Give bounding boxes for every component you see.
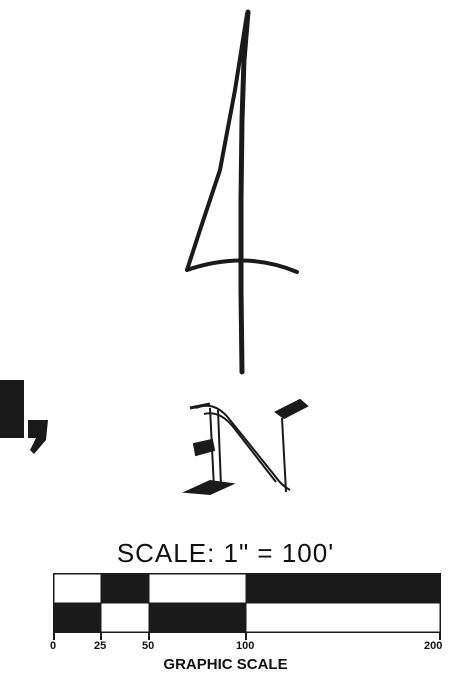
graphic-scale-label: GRAPHIC SCALE xyxy=(163,656,288,673)
scale-tick-label: 50 xyxy=(142,640,155,652)
north-arrow xyxy=(185,9,299,375)
north-letter-n-icon xyxy=(182,398,309,496)
scale-title: SCALE: 1" = 100' xyxy=(116,538,335,568)
scale-segment xyxy=(100,602,150,633)
scale-segment xyxy=(148,573,247,604)
north-arrow-head-left xyxy=(185,12,249,272)
scale-tick-label: 100 xyxy=(236,640,255,652)
north-arrow-shaft xyxy=(238,9,251,375)
cropped-glyph-fragment xyxy=(0,380,48,454)
north-arrow-head-base xyxy=(185,258,299,274)
scale-segment xyxy=(54,603,101,632)
scale-tick-label: 200 xyxy=(424,640,443,652)
scale-segment xyxy=(149,603,246,632)
scale-tick-label: 25 xyxy=(94,640,107,652)
scale-segment xyxy=(245,602,441,633)
graphic-scale-bar xyxy=(53,573,441,640)
scale-segment xyxy=(246,574,440,603)
scale-segment xyxy=(101,574,149,603)
scale-tick-label: 0 xyxy=(50,640,57,652)
scale-segment xyxy=(53,573,102,604)
